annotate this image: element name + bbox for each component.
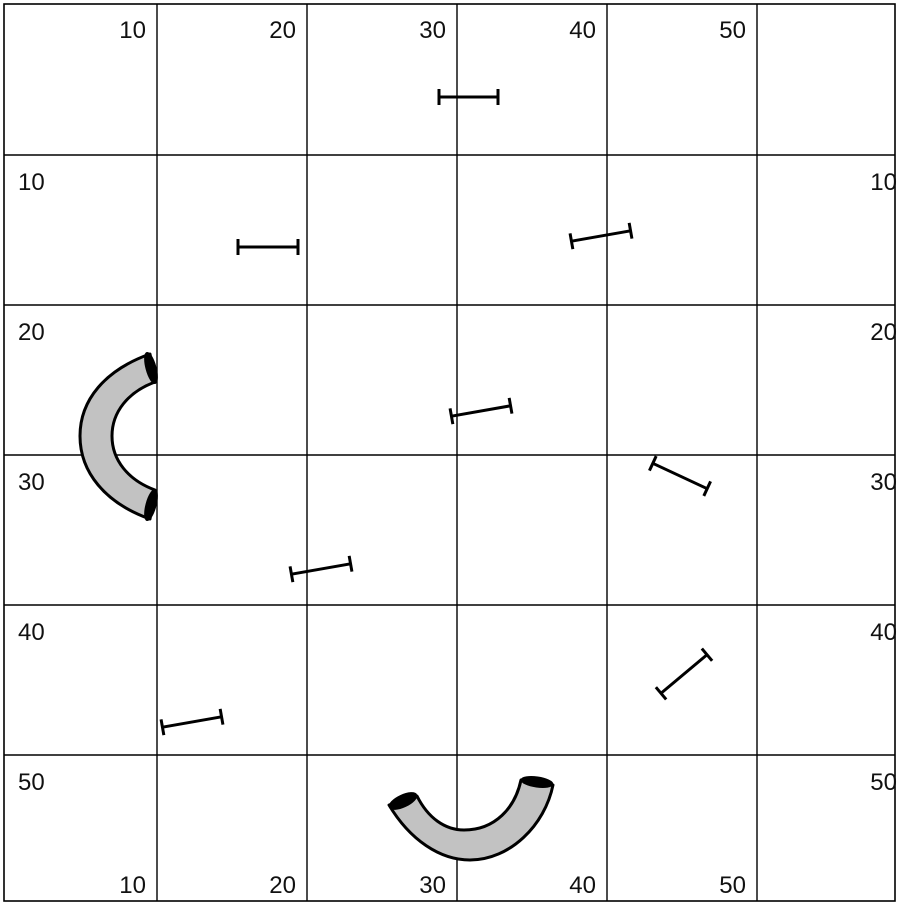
top-label: 20 bbox=[269, 17, 296, 44]
right-label: 10 bbox=[870, 169, 897, 196]
jump bbox=[649, 456, 710, 496]
top-label: 30 bbox=[419, 17, 446, 44]
left-label: 50 bbox=[18, 769, 45, 796]
jump bbox=[439, 89, 498, 105]
jump bbox=[238, 239, 298, 255]
right-label: 40 bbox=[870, 619, 897, 646]
course-border bbox=[4, 4, 895, 901]
bottom-label: 10 bbox=[119, 872, 146, 899]
jump bbox=[290, 556, 352, 582]
tunnel-bottom bbox=[387, 775, 554, 860]
jump bbox=[570, 223, 632, 249]
bottom-label: 50 bbox=[719, 872, 746, 899]
tunnel-left bbox=[80, 351, 160, 521]
top-label: 40 bbox=[569, 17, 596, 44]
left-axis-labels: 10 20 30 40 50 bbox=[18, 169, 45, 796]
left-label: 20 bbox=[18, 319, 45, 346]
bottom-label: 30 bbox=[419, 872, 446, 899]
bottom-label: 20 bbox=[269, 872, 296, 899]
jump bbox=[450, 398, 512, 424]
top-axis-labels: 10 20 30 40 50 bbox=[119, 17, 746, 44]
right-label: 30 bbox=[870, 469, 897, 496]
right-label: 50 bbox=[870, 769, 897, 796]
bottom-label: 40 bbox=[569, 872, 596, 899]
jump bbox=[161, 709, 223, 735]
right-label: 20 bbox=[870, 319, 897, 346]
horizontal-grid-lines bbox=[4, 155, 895, 755]
top-label: 50 bbox=[719, 17, 746, 44]
jump-obstacles bbox=[161, 89, 712, 735]
top-label: 10 bbox=[119, 17, 146, 44]
jump bbox=[656, 649, 712, 700]
vertical-grid-lines bbox=[157, 4, 757, 901]
left-label: 10 bbox=[18, 169, 45, 196]
left-label: 30 bbox=[18, 469, 45, 496]
left-label: 40 bbox=[18, 619, 45, 646]
bottom-axis-labels: 10 20 30 40 50 bbox=[119, 872, 746, 899]
right-axis-labels: 10 20 30 40 50 bbox=[870, 169, 897, 796]
